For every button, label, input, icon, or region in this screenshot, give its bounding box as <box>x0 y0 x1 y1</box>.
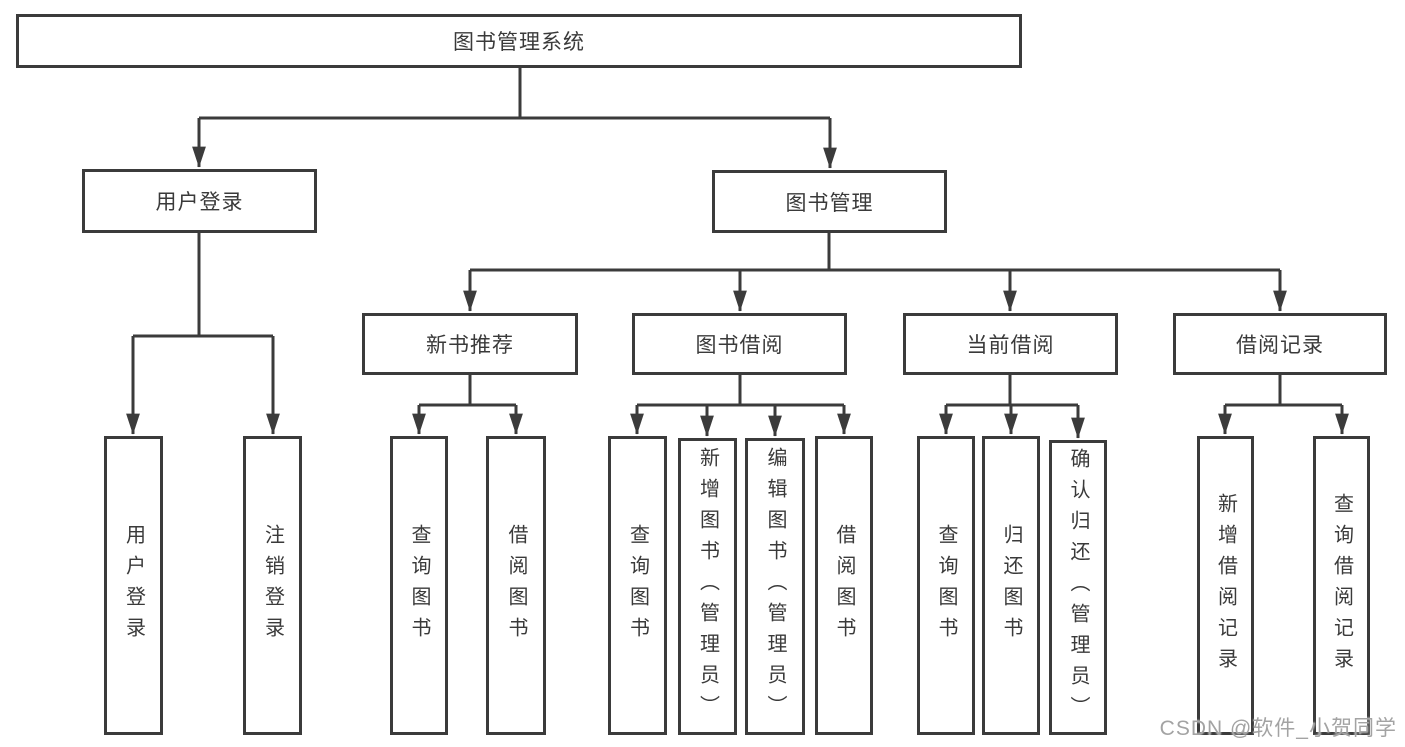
node-root: 图书管理系统 <box>16 14 1022 68</box>
leaf-edit-book-admin-label: 编辑图书（管理员） <box>764 447 786 726</box>
node-current-borrow-label: 当前借阅 <box>966 334 1055 357</box>
leaf-add-borrow-record: 新增借阅记录 <box>1197 436 1254 735</box>
node-book-borrow: 图书借阅 <box>632 313 847 375</box>
leaf-borrow-books-1-label: 借阅图书 <box>505 523 527 648</box>
node-user-login: 用户登录 <box>82 169 317 233</box>
leaf-return-book-label: 归还图书 <box>1000 523 1022 648</box>
leaf-logout-label: 注销登录 <box>261 523 284 648</box>
node-book-management: 图书管理 <box>712 170 947 233</box>
leaf-logout: 注销登录 <box>243 436 302 735</box>
leaf-user-login-label: 用户登录 <box>122 523 145 648</box>
node-borrow-records-label: 借阅记录 <box>1236 334 1324 357</box>
leaf-query-books-3: 查询图书 <box>917 436 975 735</box>
leaf-query-books-2: 查询图书 <box>608 436 667 735</box>
leaf-query-books-3-label: 查询图书 <box>935 523 957 648</box>
leaf-user-login: 用户登录 <box>104 436 163 735</box>
leaf-query-borrow-record: 查询借阅记录 <box>1313 436 1370 735</box>
leaf-add-book-admin-label: 新增图书（管理员） <box>696 447 719 726</box>
leaf-query-borrow-record-label: 查询借阅记录 <box>1330 492 1353 679</box>
leaf-add-book-admin: 新增图书（管理员） <box>678 438 737 735</box>
node-book-management-label: 图书管理 <box>785 191 874 215</box>
leaf-borrow-books-2-label: 借阅图书 <box>833 523 855 648</box>
node-borrow-records: 借阅记录 <box>1173 313 1387 375</box>
node-user-login-label: 用户登录 <box>155 191 244 214</box>
leaf-add-borrow-record-label: 新增借阅记录 <box>1214 492 1237 679</box>
node-book-borrow-label: 图书借阅 <box>695 334 784 357</box>
leaf-query-books-1-label: 查询图书 <box>408 523 430 648</box>
leaf-query-books-1: 查询图书 <box>390 436 448 735</box>
node-root-label: 图书管理系统 <box>453 31 585 54</box>
leaf-borrow-books-1: 借阅图书 <box>486 436 546 735</box>
node-new-book-recommend: 新书推荐 <box>362 313 578 375</box>
leaf-borrow-books-2: 借阅图书 <box>815 436 873 735</box>
watermark: CSDN @软件_小贺同学 <box>1159 717 1397 740</box>
leaf-confirm-return-admin-label: 确认归还（管理员） <box>1067 448 1089 727</box>
leaf-confirm-return-admin: 确认归还（管理员） <box>1049 440 1107 735</box>
leaf-return-book: 归还图书 <box>982 436 1040 735</box>
leaf-query-books-2-label: 查询图书 <box>626 523 649 648</box>
node-current-borrow: 当前借阅 <box>903 313 1118 375</box>
node-new-book-recommend-label: 新书推荐 <box>426 334 514 357</box>
leaf-edit-book-admin: 编辑图书（管理员） <box>745 438 805 735</box>
